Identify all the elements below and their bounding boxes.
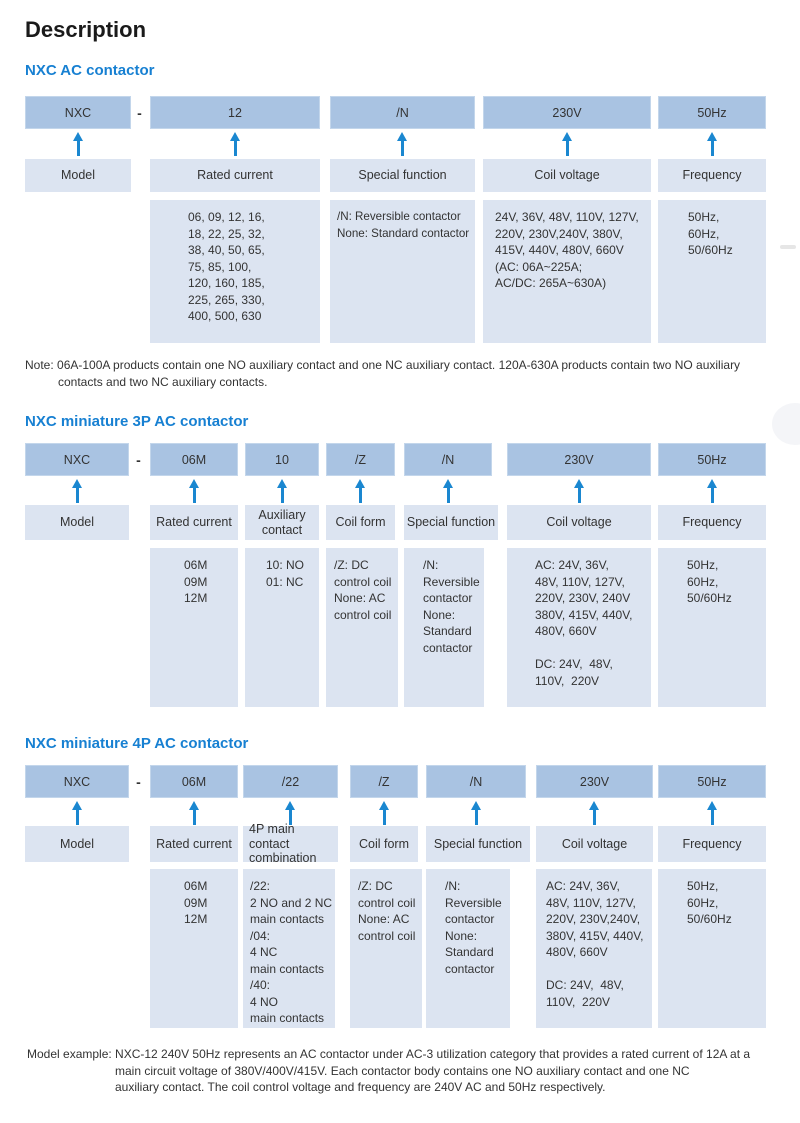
label-box-model: Model [25, 826, 129, 862]
code-box-coil-voltage: 230V [483, 96, 651, 129]
detail-box-special-function: /N: Reversible contactor None: Standard … [426, 869, 510, 1028]
scrollbar-artifact [780, 245, 796, 249]
code-box-rated-current: 06M [150, 443, 238, 476]
code-box-coil-form: /Z [350, 765, 418, 798]
up-arrow-icon [230, 132, 240, 156]
detail-box-rated-current: 06M 09M 12M [150, 869, 238, 1028]
code-box-special-function: /N [426, 765, 526, 798]
label-box-frequency: Frequency [658, 159, 766, 192]
up-arrow-icon [707, 479, 717, 503]
code-box-coil-form: /Z [326, 443, 395, 476]
model-example-text: Model example: NXC-12 240V 50Hz represen… [27, 1047, 751, 1094]
detail-box-coil-voltage: AC: 24V, 36V, 48V, 110V, 127V, 220V, 230… [536, 869, 652, 1028]
section-nxc-miniature-4p: NXC miniature 4P AC contactor NXC - 06M … [0, 735, 800, 1030]
label-box-model: Model [25, 159, 131, 192]
section-heading: NXC miniature 4P AC contactor [25, 735, 249, 752]
label-box-model: Model [25, 505, 129, 540]
detail-box-frequency: 50Hz, 60Hz, 50/60Hz [658, 200, 766, 343]
up-arrow-icon [355, 479, 365, 503]
detail-box-rated-current: 06M 09M 12M [150, 548, 238, 707]
up-arrow-icon [277, 479, 287, 503]
section-nxc-ac-contactor: NXC AC contactor NXC - 12 /N 230V 50Hz M… [0, 62, 800, 346]
label-box-rated-current: Rated current [150, 505, 238, 540]
detail-box-special-function: /N: Reversible contactor None: Standard … [330, 200, 475, 343]
up-arrow-icon [471, 801, 481, 825]
up-arrow-icon [589, 801, 599, 825]
detail-box-coil-form: /Z: DC control coil None: AC control coi… [350, 869, 422, 1028]
detail-box-coil-voltage: 24V, 36V, 48V, 110V, 127V, 220V, 230V,24… [483, 200, 651, 343]
code-box-auxiliary-contact: 10 [245, 443, 319, 476]
label-box-rated-current: Rated current [150, 826, 238, 862]
page-title: Description [25, 17, 147, 42]
code-box-model: NXC [25, 96, 131, 129]
code-box-model: NXC [25, 443, 129, 476]
section-heading: NXC AC contactor [25, 62, 155, 79]
label-box-coil-voltage: Coil voltage [507, 505, 651, 540]
up-arrow-icon [189, 479, 199, 503]
section-nxc-miniature-3p: NXC miniature 3P AC contactor NXC - 06M … [0, 413, 800, 709]
detail-box-coil-form: /Z: DC control coil None: AC control coi… [326, 548, 398, 707]
label-box-special-function: Special function [330, 159, 475, 192]
code-box-coil-voltage: 230V [536, 765, 653, 798]
label-box-main-contact-combination: 4P main contact combination [243, 822, 338, 865]
detail-box-frequency: 50Hz, 60Hz, 50/60Hz [658, 869, 766, 1028]
code-box-special-function: /N [330, 96, 475, 129]
code-box-main-contact-combination: /22 [243, 765, 338, 798]
up-arrow-icon [285, 801, 295, 825]
code-box-frequency: 50Hz [658, 443, 766, 476]
detail-box-auxiliary-contact: 10: NO 01: NC [245, 548, 319, 707]
detail-box-main-contact-combination: /22: 2 NO and 2 NC main contacts /04: 4 … [243, 869, 335, 1028]
up-arrow-icon [574, 479, 584, 503]
separator-hyphen: - [136, 773, 141, 790]
up-arrow-icon [72, 801, 82, 825]
label-box-auxiliary-contact: Auxiliary contact [245, 505, 319, 540]
label-box-frequency: Frequency [658, 826, 766, 862]
label-box-coil-form: Coil form [326, 505, 395, 540]
up-arrow-icon [379, 801, 389, 825]
note-text: Note: 06A-100A products contain one NO a… [25, 358, 741, 389]
separator-hyphen: - [136, 451, 141, 468]
up-arrow-icon [73, 132, 83, 156]
label-box-special-function: Special function [404, 505, 498, 540]
code-box-frequency: 50Hz [658, 765, 766, 798]
label-box-frequency: Frequency [658, 505, 766, 540]
up-arrow-icon [707, 132, 717, 156]
code-box-special-function: /N [404, 443, 492, 476]
section-heading: NXC miniature 3P AC contactor [25, 413, 249, 430]
code-box-rated-current: 12 [150, 96, 320, 129]
label-box-coil-voltage: Coil voltage [483, 159, 651, 192]
up-arrow-icon [562, 132, 572, 156]
up-arrow-icon [397, 132, 407, 156]
up-arrow-icon [72, 479, 82, 503]
detail-box-frequency: 50Hz, 60Hz, 50/60Hz [658, 548, 766, 707]
code-box-coil-voltage: 230V [507, 443, 651, 476]
detail-box-special-function: /N: Reversible contactor None: Standard … [404, 548, 484, 707]
separator-hyphen: - [137, 104, 142, 121]
up-arrow-icon [189, 801, 199, 825]
code-box-rated-current: 06M [150, 765, 238, 798]
code-box-model: NXC [25, 765, 129, 798]
up-arrow-icon [443, 479, 453, 503]
label-box-coil-voltage: Coil voltage [536, 826, 653, 862]
label-box-special-function: Special function [426, 826, 530, 862]
label-box-rated-current: Rated current [150, 159, 320, 192]
detail-box-rated-current: 06, 09, 12, 16, 18, 22, 25, 32, 38, 40, … [150, 200, 320, 343]
code-box-frequency: 50Hz [658, 96, 766, 129]
detail-box-coil-voltage: AC: 24V, 36V, 48V, 110V, 127V, 220V, 230… [507, 548, 651, 707]
label-box-coil-form: Coil form [350, 826, 418, 862]
up-arrow-icon [707, 801, 717, 825]
